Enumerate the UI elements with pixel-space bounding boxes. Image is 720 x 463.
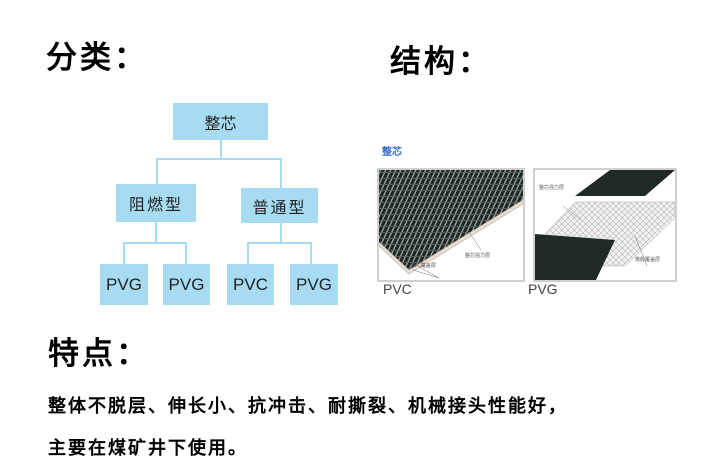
pvc-caption: PVC <box>383 281 412 297</box>
pvc-core-layer-label: 整芯强力层 <box>465 253 491 259</box>
tree-root-node: 整芯 <box>173 103 268 140</box>
structure-heading: 整芯 <box>382 147 402 158</box>
tree-leaf-node: PVG <box>100 264 148 305</box>
pvc-belt-drawing <box>379 170 523 279</box>
tree-leaf-node: PVG <box>290 264 338 305</box>
pvg-core-layer-label: 整芯强力层 <box>539 185 565 191</box>
structure-title: 结构： <box>390 44 492 80</box>
features-line-2: 主要在煤矿井下使用。 <box>48 438 248 459</box>
pvg-belt-drawing <box>535 170 675 280</box>
pvc-cover-layer-label: PVC覆盖层 <box>411 263 436 269</box>
connector-line <box>156 158 158 184</box>
tree-leaf-node: PVG <box>163 264 210 305</box>
tree-leaf-node: PVC <box>227 264 274 305</box>
connector-line <box>156 158 282 160</box>
pvg-caption: PVG <box>528 281 558 297</box>
features-line-1: 整体不脱层、伸长小、抗冲击、耐撕裂、机械接头性能好， <box>48 396 568 417</box>
connector-line <box>185 242 187 264</box>
classification-title: 分类： <box>46 40 148 76</box>
connector-line <box>155 222 157 243</box>
pvc-structure-illustration: PVC覆盖层 整芯强力层 <box>377 168 525 282</box>
tree-node-ordinary: 普通型 <box>241 188 318 223</box>
tree-node-flame-retardant: 阻燃型 <box>116 184 196 222</box>
connector-line <box>123 242 125 264</box>
pvg-cover-layer-label: 橡胶覆盖层 <box>635 257 661 263</box>
connector-line <box>220 140 222 159</box>
connector-line <box>247 242 249 264</box>
pvg-structure-illustration: 整芯强力层 橡胶覆盖层 <box>533 168 677 282</box>
connector-line <box>123 242 187 244</box>
features-title: 特点： <box>48 336 150 372</box>
connector-line <box>247 242 312 244</box>
connector-line <box>310 242 312 264</box>
connector-line <box>280 158 282 188</box>
connector-line <box>280 223 282 243</box>
